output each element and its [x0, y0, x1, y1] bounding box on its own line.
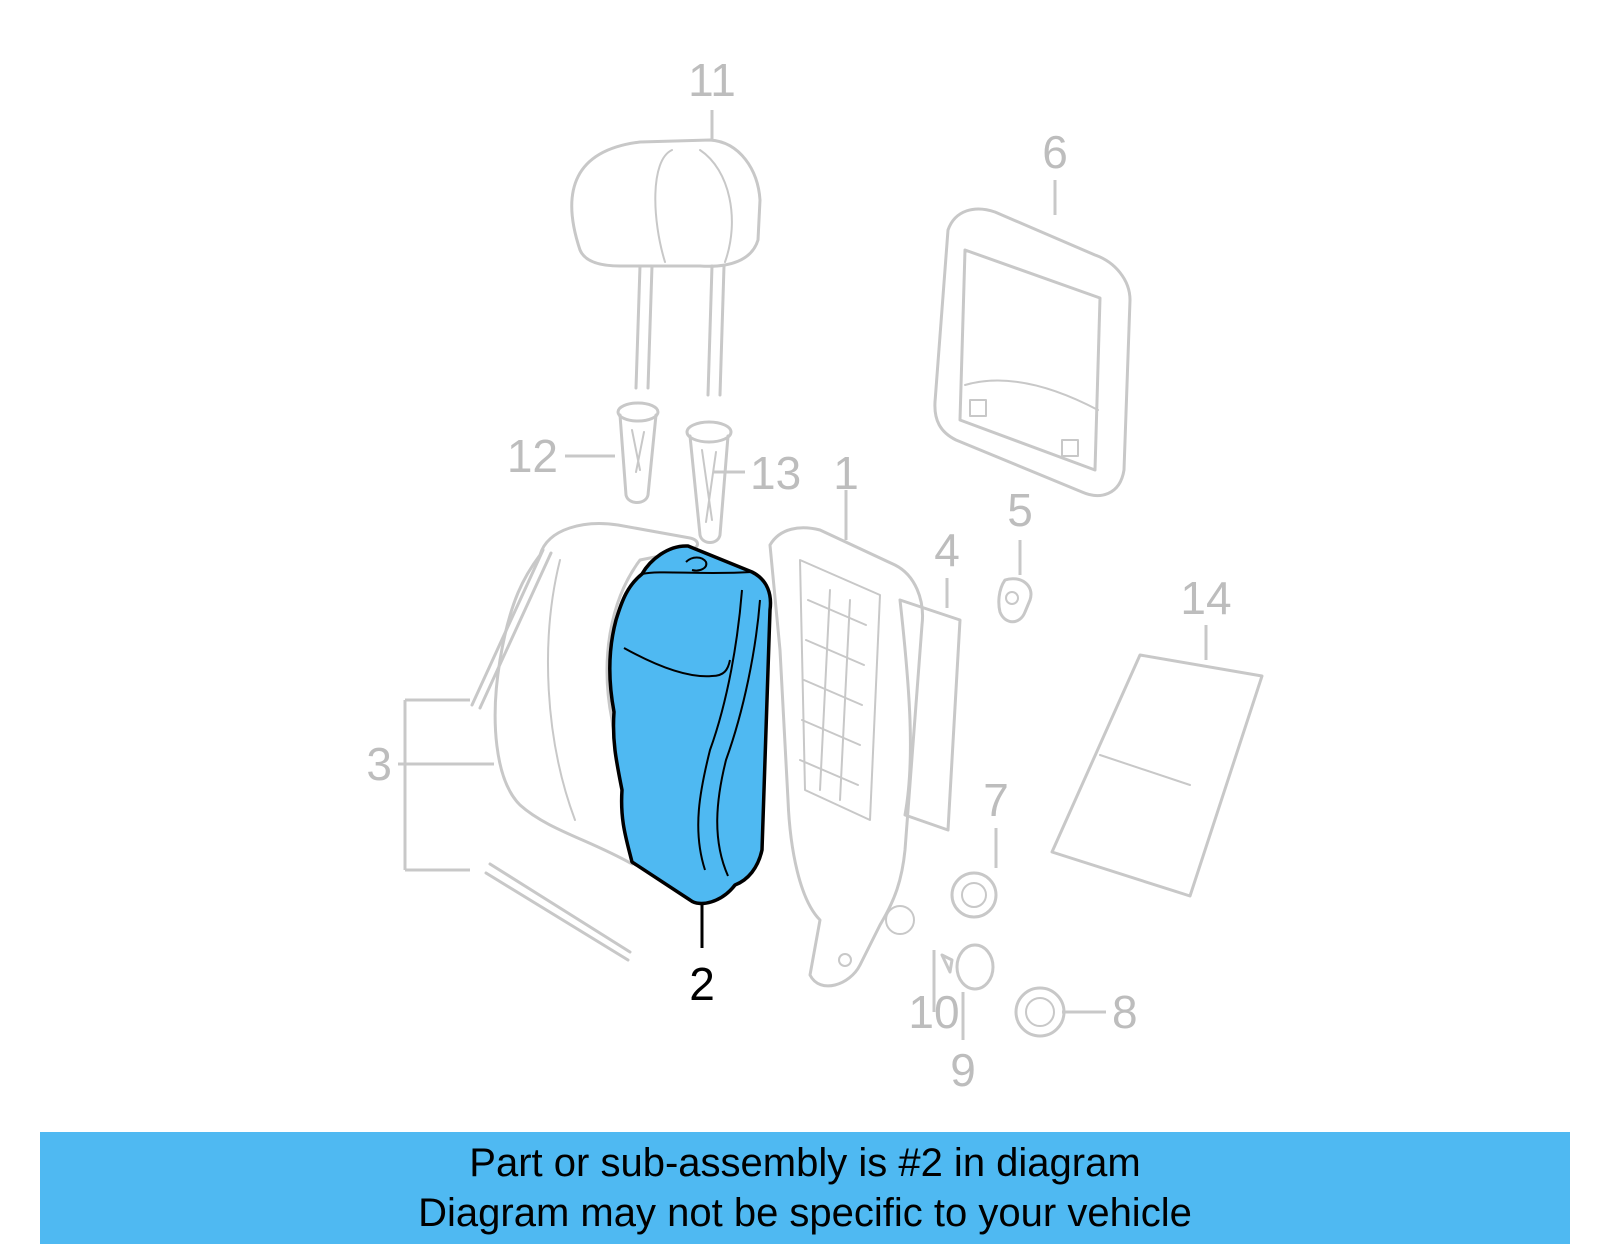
callout-2: 2	[689, 958, 715, 1010]
headrest-guide-part-12	[616, 401, 660, 504]
callout-8: 8	[1112, 986, 1138, 1038]
cap-part-9	[955, 943, 995, 991]
highlighted-part-2	[608, 544, 773, 906]
callout-10: 10	[908, 986, 959, 1038]
headrest-part-11	[570, 138, 762, 397]
callout-4: 4	[934, 524, 960, 576]
knob-part-7	[950, 871, 998, 919]
callout-12: 12	[507, 430, 558, 482]
parts-diagram: 11 6 12 13 1 5 4 14 3 7 10 8 9 2	[366, 54, 1264, 1096]
callout-6: 6	[1042, 126, 1068, 178]
callout-13: 13	[750, 447, 801, 499]
seat-frame-part-1	[768, 526, 925, 988]
callout-1: 1	[833, 447, 859, 499]
board-part-14	[1050, 653, 1264, 898]
callout-9: 9	[950, 1044, 976, 1096]
headrest-guide-part-13	[685, 420, 733, 544]
info-banner: Part or sub-assembly is #2 in diagram Di…	[40, 1132, 1570, 1244]
side-pad-part-4	[898, 598, 962, 832]
callout-7: 7	[983, 774, 1009, 826]
screw-part-10	[940, 953, 954, 974]
callout-14: 14	[1180, 572, 1231, 624]
callout-3: 3	[366, 738, 392, 790]
banner-line-2: Diagram may not be specific to your vehi…	[418, 1191, 1192, 1235]
callout-11: 11	[688, 54, 736, 106]
back-panel-part-6	[933, 207, 1132, 497]
knob-part-8	[1014, 986, 1066, 1038]
banner-line-1: Part or sub-assembly is #2 in diagram	[469, 1141, 1141, 1185]
callout-5: 5	[1007, 484, 1033, 536]
leader-lines	[398, 110, 1208, 1040]
clip-part-5	[997, 577, 1033, 624]
